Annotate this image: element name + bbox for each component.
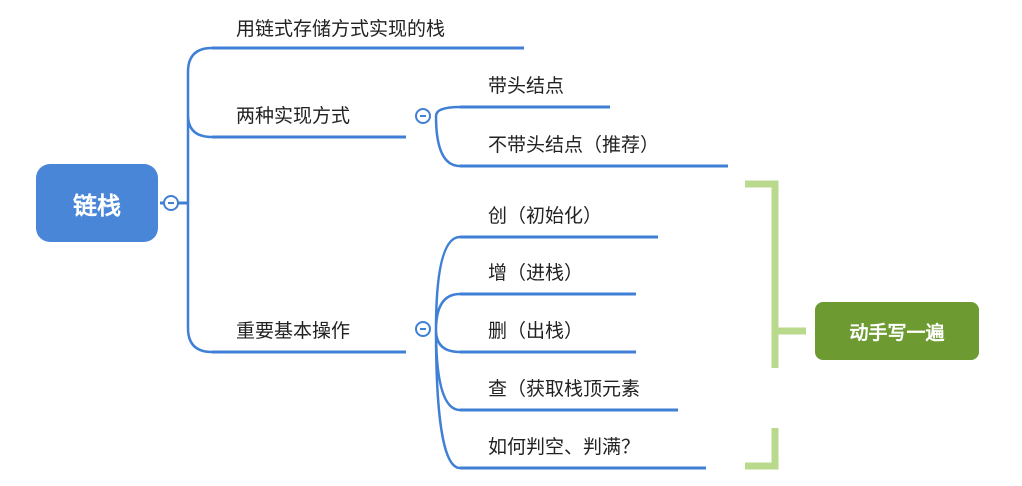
bracket-gap: [768, 368, 782, 428]
node-create[interactable]: 创（初始化）: [488, 205, 603, 227]
node-pop[interactable]: 删（出栈）: [488, 320, 584, 342]
operations-connector: [434, 235, 461, 470]
collapse-root-icon[interactable]: [163, 195, 179, 211]
summary-note[interactable]: 动手写一遍: [815, 302, 979, 360]
collapse-operations-icon[interactable]: [415, 321, 431, 337]
main-branch-spine: [186, 46, 213, 354]
node-without-head[interactable]: 不带头结点（推荐）: [488, 134, 660, 156]
branch-operations[interactable]: 重要基本操作: [236, 320, 351, 342]
root-node[interactable]: 链栈: [36, 164, 158, 242]
collapse-two-ways-icon[interactable]: [415, 108, 431, 124]
node-with-head[interactable]: 带头结点: [488, 75, 565, 97]
node-top[interactable]: 查（获取栈顶元素: [488, 378, 641, 400]
node-empty-full[interactable]: 如何判空、判满？: [488, 436, 641, 458]
two-ways-connector: [434, 105, 461, 168]
branch-two-ways[interactable]: 两种实现方式: [236, 105, 351, 127]
node-push[interactable]: 增（进栈）: [488, 262, 584, 284]
branch-impl-storage[interactable]: 用链式存储方式实现的栈: [236, 18, 446, 40]
